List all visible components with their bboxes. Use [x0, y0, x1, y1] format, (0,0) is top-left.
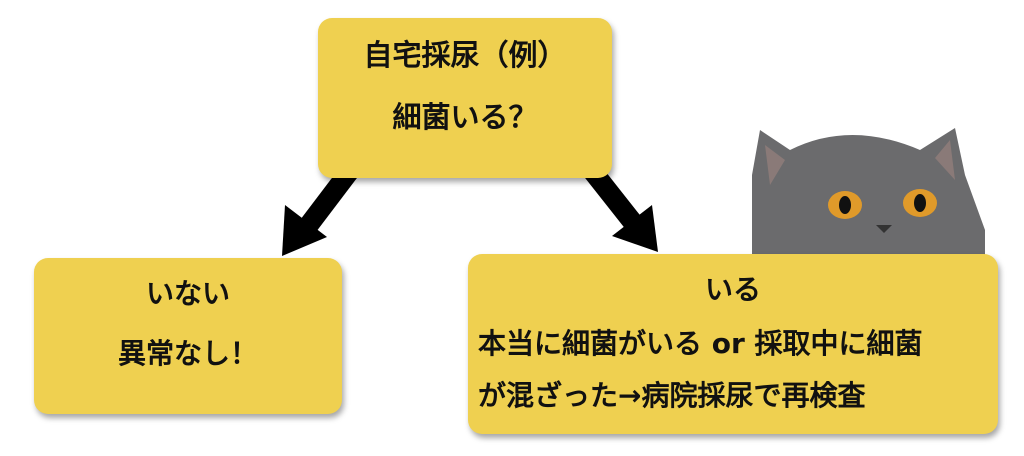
- positive-text-line1: 本当に細菌がいる or 採取中に細菌: [478, 327, 923, 360]
- positive-result-box: いる 本当に細菌がいる or 採取中に細菌 が混ざった→病院採尿で再検査: [468, 254, 998, 434]
- negative-result-box: いない 異常なし！: [34, 258, 342, 414]
- negative-text: 異常なし！: [117, 337, 258, 370]
- question-title: 自宅採尿（例）: [363, 38, 567, 72]
- arrow-right: [582, 161, 658, 252]
- question-box: 自宅採尿（例） 細菌いる？: [318, 18, 612, 178]
- question-text: 細菌いる？: [392, 100, 538, 134]
- arrow-left: [282, 161, 360, 256]
- positive-text-line2: が混ざった→病院採尿で再検査: [478, 379, 866, 412]
- positive-label: いる: [704, 273, 761, 306]
- cat-image: [752, 128, 985, 255]
- negative-label: いない: [145, 277, 230, 310]
